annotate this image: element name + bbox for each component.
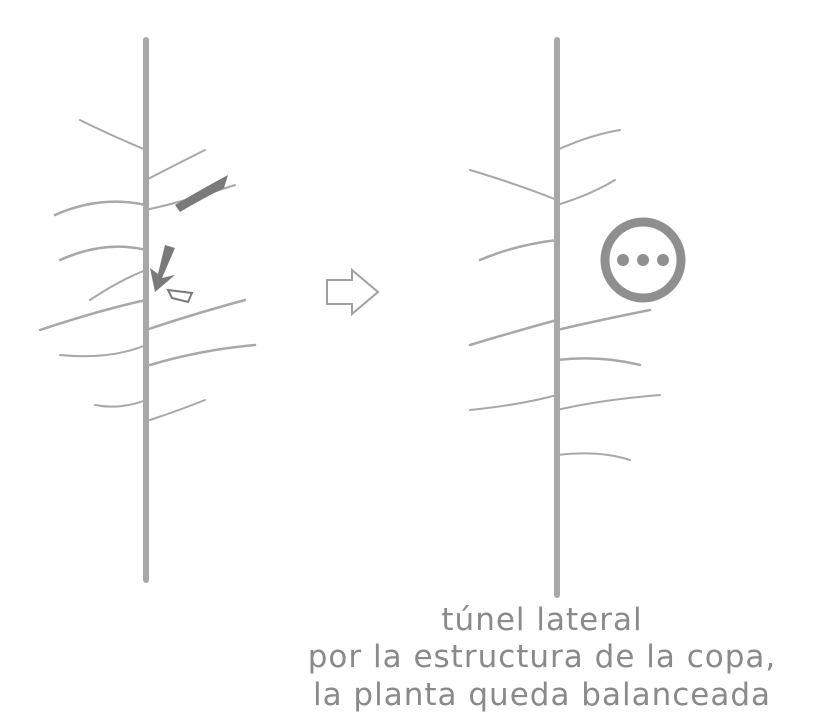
caption-line-3: la planta queda balanceada <box>312 677 772 713</box>
branch <box>59 344 147 358</box>
branch <box>469 394 558 411</box>
arrow-small-icon <box>166 288 194 304</box>
branch <box>469 169 558 201</box>
pruning-marks <box>150 175 228 304</box>
branch <box>145 149 206 181</box>
curved-arrow-icon <box>175 175 228 212</box>
branch <box>556 452 631 461</box>
branch <box>468 318 559 347</box>
branch <box>556 179 616 206</box>
branch <box>58 245 148 262</box>
result-ring <box>600 217 686 303</box>
caption-line-1: túnel lateral <box>441 602 643 638</box>
branch <box>478 238 559 262</box>
tree-after <box>468 37 661 598</box>
branch <box>53 200 148 217</box>
branch <box>148 343 257 367</box>
result-dot <box>617 254 629 266</box>
arrow-down-left-icon <box>150 245 175 292</box>
branch <box>94 399 147 408</box>
result-dot <box>637 254 649 266</box>
branch <box>144 298 247 332</box>
tree-before <box>38 37 257 583</box>
caption-line-2: por la estructura de la copa, <box>307 639 777 675</box>
branch <box>555 308 652 332</box>
branch <box>79 119 147 151</box>
branch <box>149 399 206 421</box>
branch <box>89 269 147 301</box>
branch <box>555 357 642 367</box>
branch <box>556 394 661 411</box>
branch <box>38 298 148 332</box>
circle-with-three-dots-icon <box>600 217 686 303</box>
result-dot <box>657 254 669 266</box>
hollow-right-arrow-icon <box>326 267 380 317</box>
branch <box>556 129 621 151</box>
